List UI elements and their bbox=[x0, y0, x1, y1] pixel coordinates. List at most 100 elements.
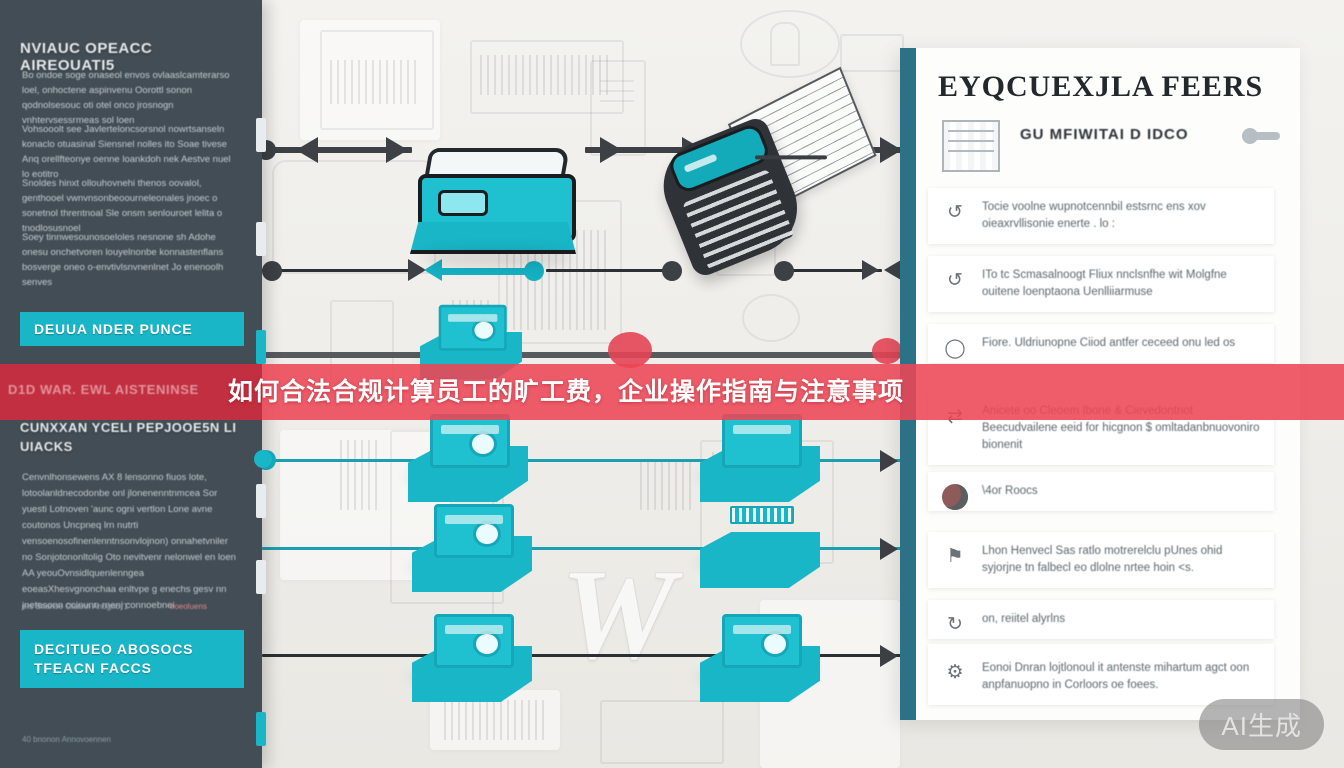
node-body bbox=[722, 414, 802, 468]
arrow-left-icon bbox=[424, 259, 442, 281]
connector-line-teal bbox=[432, 268, 537, 275]
loop-icon: ↻ bbox=[947, 614, 963, 635]
node-knob bbox=[473, 521, 501, 547]
printer-node bbox=[410, 148, 576, 268]
arrow-right-icon bbox=[862, 260, 879, 280]
arrow-right-icon bbox=[880, 450, 898, 472]
connector-line bbox=[262, 269, 422, 272]
decor-blob bbox=[872, 338, 902, 364]
left-panel-meta-right: eoeoluens bbox=[170, 602, 207, 611]
node-knob bbox=[471, 319, 496, 342]
node-body bbox=[438, 304, 507, 351]
bg-shape bbox=[300, 20, 440, 140]
connector-dot bbox=[662, 261, 682, 281]
bg-shape bbox=[470, 40, 624, 114]
gear-icon: ⚙ bbox=[946, 662, 964, 683]
panel-edge-dot bbox=[254, 450, 272, 468]
list-item-text: ITo tc Scmasalnoogt Fliux nnclsnfhe wit … bbox=[982, 269, 1227, 298]
list-item[interactable]: ◯ Fiore. Uldriunopne Ciiod antfer ceceed… bbox=[928, 324, 1274, 363]
list-item[interactable]: \4or Roocs bbox=[928, 472, 1274, 511]
right-panel-title: EYQCUEXJLA FEERS bbox=[938, 70, 1264, 103]
arrow-right-icon bbox=[600, 137, 622, 163]
panel-edge-tick bbox=[256, 222, 266, 256]
arrow-left-icon bbox=[296, 137, 318, 163]
arrow-left-icon bbox=[884, 260, 901, 280]
thumbnail-icon bbox=[942, 120, 1000, 172]
node-body bbox=[430, 414, 510, 468]
left-panel-title: NVIAUC OPEACC AIREOUATI5 bbox=[20, 40, 153, 74]
list-item[interactable]: ⚑ Lhon Henvecl Sas ratlo motrerelclu pUn… bbox=[928, 532, 1274, 588]
bg-shape bbox=[320, 30, 434, 130]
connector-line bbox=[782, 269, 882, 272]
panel-edge-tick bbox=[256, 484, 266, 518]
connector-dot bbox=[774, 261, 794, 281]
bg-shape bbox=[272, 160, 436, 274]
left-sidebar-panel: NVIAUC OPEACC AIREOUATI5 Bo ondoe soge o… bbox=[0, 0, 272, 768]
list-item[interactable]: ⚙ Eonoi Dnran lojtlonoul it antenste mih… bbox=[928, 644, 1274, 705]
arrow-right-icon bbox=[880, 137, 902, 163]
key-icon bbox=[1242, 128, 1280, 144]
node-shadow bbox=[422, 248, 572, 268]
bg-hatch bbox=[444, 700, 548, 740]
ai-generated-watermark: AI生成 bbox=[1199, 699, 1324, 750]
left-panel-paragraph: Soey tinnwesounosoeloles nesnone sh Adoh… bbox=[22, 232, 224, 288]
list-item[interactable]: ↺ ITo tc Scmasalnoogt Fliux nnclsnfhe wi… bbox=[928, 256, 1274, 312]
list-item[interactable]: ↻ on, reiitel alyrlns bbox=[928, 600, 1274, 639]
node-body bbox=[434, 504, 514, 558]
node-base bbox=[700, 532, 820, 588]
list-item-text: Lhon Henvecl Sas ratlo motrerelclu pUnes… bbox=[982, 545, 1223, 574]
left-panel-cta-button[interactable]: DECITUEO ABOSOCS TFEACN FACCS bbox=[20, 630, 244, 688]
arrow-right-icon bbox=[880, 645, 898, 667]
panel-edge-tick-teal bbox=[256, 330, 266, 364]
connector-line-teal bbox=[262, 547, 922, 550]
bg-shape bbox=[600, 80, 634, 82]
list-item-text: Tocie voolne wupnotcennbil estsrnc ens x… bbox=[982, 201, 1206, 230]
clock-icon: ↺ bbox=[947, 270, 963, 291]
left-panel-paragraph: Snoldes hinxt ollouhovnehi thenos oovalo… bbox=[22, 178, 223, 234]
bg-shape bbox=[740, 10, 840, 78]
arrow-right-icon bbox=[880, 538, 898, 560]
panel-edge-tick bbox=[256, 118, 266, 152]
node-body bbox=[722, 614, 802, 668]
left-panel-body: Cenvnlhonsewens AX 8 lensonno fiuos lote… bbox=[22, 472, 236, 611]
list-item-text: \4or Roocs bbox=[982, 485, 1038, 497]
bird-icon: ↺ bbox=[947, 202, 963, 223]
bg-hatch bbox=[330, 60, 416, 104]
node-knob bbox=[761, 631, 789, 657]
background-watermark: W bbox=[560, 543, 677, 688]
bg-hatch bbox=[480, 55, 610, 95]
node-fins bbox=[730, 506, 794, 524]
node-body bbox=[434, 614, 514, 668]
left-panel-primary-button[interactable]: DEUUA NDER PUNCE bbox=[20, 312, 244, 346]
node-knob bbox=[473, 631, 501, 657]
bg-hatch bbox=[340, 440, 380, 510]
connector-line bbox=[546, 269, 676, 272]
right-panel-subtitle: GU MFIWITAI D IDCO bbox=[1020, 126, 1189, 143]
node-knob bbox=[469, 431, 497, 457]
list-item-text: Fiore. Uldriunopne Ciiod antfer ceceed o… bbox=[982, 337, 1236, 349]
list-item-text: Eonoi Dnran lojtlonoul it antenste mihar… bbox=[982, 662, 1250, 691]
list-item[interactable]: ↺ Tocie voolne wupnotcennbil estsrnc ens… bbox=[928, 188, 1274, 244]
connector-dot-teal bbox=[524, 261, 544, 281]
connector-line bbox=[262, 147, 412, 153]
bg-shape bbox=[742, 294, 800, 342]
bg-hatch bbox=[640, 460, 696, 510]
bg-shape bbox=[600, 700, 724, 764]
left-panel-paragraph: Bo ondoe soge onaseol envos ovlaaslcamte… bbox=[22, 70, 230, 126]
left-panel-footer: 40 bnonon Annovoennen bbox=[22, 735, 111, 744]
printer-tray bbox=[410, 222, 576, 254]
bg-shape bbox=[770, 22, 800, 66]
connector-dot bbox=[262, 261, 282, 281]
connector-line-teal bbox=[262, 459, 922, 462]
title-banner: 如何合法合规计算员工的旷工费，企业操作指南与注意事项 bbox=[0, 364, 1344, 420]
list-item-text: on, reiitel alyrlns bbox=[982, 613, 1066, 625]
connector-line bbox=[585, 147, 705, 153]
banner-ghost-text: D1D WAR. EWL AISTENINSE bbox=[8, 382, 199, 397]
bg-shape bbox=[840, 34, 904, 72]
arrow-right-icon bbox=[386, 137, 408, 163]
avatar-icon bbox=[942, 484, 968, 510]
circle-icon: ◯ bbox=[944, 338, 966, 359]
cta-line-1: DECITUEO ABOSOCS bbox=[34, 641, 194, 657]
left-panel-paragraph: Vohsooolt see Javlerteloncsorsnol nowrts… bbox=[22, 124, 231, 180]
